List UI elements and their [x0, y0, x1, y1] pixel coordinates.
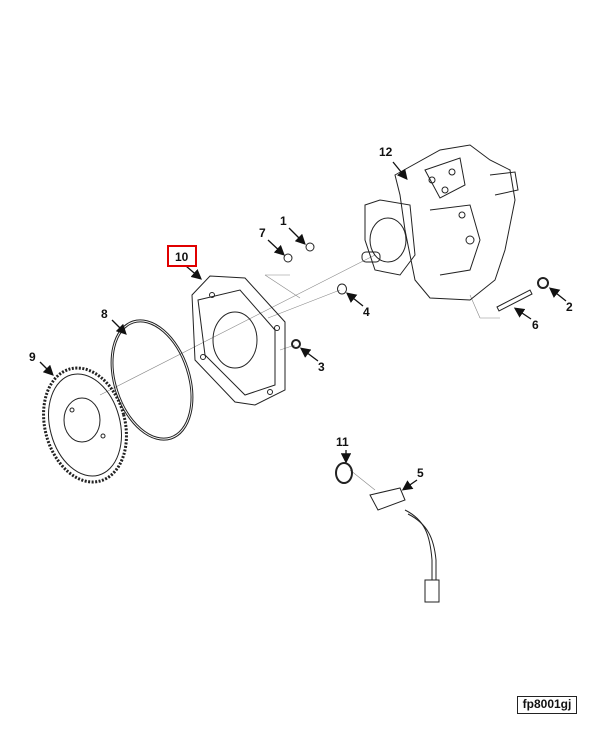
- callout-11: 11: [336, 435, 349, 449]
- callout-12: 12: [379, 145, 393, 159]
- nut-part-1: [305, 242, 315, 252]
- callout-5: 5: [417, 466, 424, 480]
- fuel-pump-part-12: [361, 144, 519, 301]
- callout-leaders: [39, 161, 567, 491]
- o-ring-part-8-inner: [112, 321, 192, 439]
- o-ring-part-8: [110, 319, 194, 441]
- washer-part-2: [537, 277, 549, 289]
- washer-part-7: [283, 253, 293, 263]
- callout-6: 6: [532, 318, 539, 332]
- o-ring-part-3: [291, 339, 301, 349]
- pump-flange-part-10: [191, 275, 286, 406]
- nut-part-4: [337, 283, 347, 295]
- stud-part-6: [496, 289, 533, 312]
- callout-10: 10: [175, 250, 189, 264]
- gear-part-9: [42, 366, 128, 484]
- figure-id-label: fp8001gj: [517, 696, 577, 714]
- seal-part-11: [335, 462, 353, 484]
- highlight-box: [167, 245, 197, 267]
- sensor-part-5: [369, 487, 440, 603]
- callout-3: 3: [318, 360, 325, 374]
- callout-9: 9: [29, 350, 36, 364]
- callout-1: 1: [280, 214, 287, 228]
- callout-2: 2: [566, 300, 573, 314]
- callout-4: 4: [363, 305, 370, 319]
- assembly-lines: [99, 254, 500, 491]
- callout-8: 8: [101, 307, 108, 321]
- callout-7: 7: [259, 226, 266, 240]
